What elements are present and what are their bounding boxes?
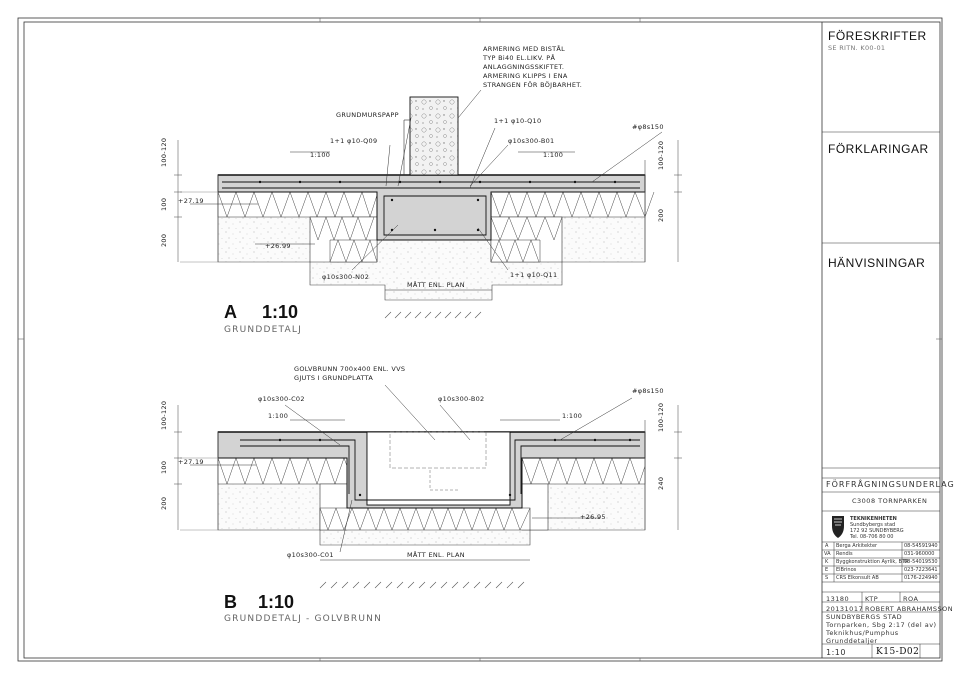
note-armering-2: TYP Bi40 EL.LIKV. PÅ (483, 54, 556, 62)
dim-b-r2: 240 (657, 476, 665, 490)
consultant-name: CRS Elkonsult AB (836, 575, 879, 581)
detail-a-letter: A (224, 302, 237, 322)
note-armering-1: ARMERING MED BISTÅL (483, 45, 566, 53)
note-golvbrunn-1: GOLVBRUNN 700x400 ENL. VVS (294, 365, 406, 373)
note-c02: φ10s300-C02 (258, 395, 305, 403)
consultant-code: E (825, 567, 829, 573)
sheet-border (17, 17, 943, 662)
matt-a: MÅTT ENL. PLAN (407, 281, 465, 289)
uppdrag-nr: 13180 (826, 595, 850, 603)
consultant-name: Byggkonstruktion Ayrlik, BTR (836, 559, 909, 565)
consultant-phone: 031-960000 (904, 551, 935, 557)
dim-b-l2: 100 (160, 460, 168, 474)
consultant-phone: 023-7223641 (904, 567, 938, 573)
client-name: SUNDBYBERGS STAD (826, 613, 903, 621)
drawing-number: K15-D02 (876, 647, 920, 657)
consultant-name: Berga Arkitekter (836, 543, 878, 549)
note-q11: 1+1 φ10-Q11 (510, 271, 558, 279)
consultant-code: S (825, 575, 829, 581)
detail-a-section (174, 89, 682, 319)
desc-3: Grunddetaljer (826, 637, 878, 645)
address-1: Sundbybergs stad (850, 522, 896, 528)
border-ticks (18, 18, 942, 661)
status-stamp: FÖRFRÅGNINGSUNDERLAG (826, 480, 955, 489)
consultant-phone: 08-54591940 (904, 543, 938, 549)
right-panel-lines (822, 131, 940, 244)
note-n02: φ10s300-N02 (322, 273, 370, 281)
foreskrifter-heading: FÖRESKRIFTER (828, 29, 927, 43)
level-top-a: +27.19 (178, 197, 204, 205)
detail-b-caption: GRUNDDETALJ - GOLVBRUNN (224, 614, 383, 624)
desc-2: Teknikhus/Pumphus (826, 629, 899, 637)
detail-a-scale: 1:10 (262, 302, 299, 322)
forklaringar-heading: FÖRKLARINGAR (828, 142, 929, 156)
dim-b-l1: 100-120 (160, 400, 168, 430)
se-ritn-ref: SE RITN. K00-01 (828, 44, 886, 52)
slope-left-a: 1:100 (310, 151, 331, 159)
tb-scale: 1:10 (826, 648, 846, 657)
project-name: C3008 TORNPARKEN (852, 497, 928, 505)
ansvarig: ROBERT ABRAHAMSSON (865, 605, 954, 613)
dim-a-l3: 200 (160, 233, 168, 247)
detail-a-caption: GRUNDDETALJ (224, 325, 302, 335)
detail-b-scale: 1:10 (258, 592, 295, 612)
note-grundmurspapp: GRUNDMURSPAPP (336, 111, 399, 119)
detail-b-rebar (240, 439, 640, 501)
note-q10: 1+1 φ10-Q10 (494, 117, 542, 125)
note-b02: φ10s300-B02 (438, 395, 485, 403)
note-mesh-a: #φ8s150 (632, 123, 664, 131)
note-armering-3: ANLAGGNINGSSKIFTET. (483, 63, 565, 71)
detail-a-insulation-zigzag (217, 191, 655, 263)
hanvisningar-heading: HÄNVISNINGAR (828, 256, 926, 270)
city-logo (832, 516, 844, 538)
dim-a-l2: 100 (160, 197, 168, 211)
level-top-b: +27.19 (178, 458, 204, 466)
company-name: TEKNIKENHETEN (850, 516, 897, 522)
consultant-code: VA (824, 551, 831, 557)
dim-b-l3: 200 (160, 496, 168, 510)
detail-a-wall (409, 96, 459, 176)
address-2: 172 92 SUNDBYBERG (850, 528, 904, 534)
granskad: ROA (903, 595, 919, 603)
detail-b-section (174, 384, 682, 589)
consultant-name: ElBrinos (836, 567, 857, 573)
desc-1: Tornparken, Sbg 2:17 (del av) (826, 621, 937, 629)
datum: 20131017 (826, 605, 864, 613)
note-b01: φ10s300-B01 (508, 137, 555, 145)
level-bottom-a: +26.99 (265, 242, 291, 250)
handlaggare: KTP (865, 595, 879, 603)
title-block-lines (822, 467, 940, 658)
note-golvbrunn-2: GJUTS I GRUNDPLATTA (294, 374, 374, 382)
dim-a-r1: 100-120 (657, 140, 665, 170)
slope-left-b: 1:100 (268, 412, 289, 420)
note-armering-5: STRANGEN FÖR BÖJBARHET. (483, 81, 583, 89)
dim-a-l1: 100-120 (160, 137, 168, 167)
consultant-name: Rendis (836, 551, 853, 557)
detail-a-rebar (222, 181, 640, 236)
consultant-phone: 08-54019530 (904, 559, 938, 565)
consultant-code: K (825, 559, 829, 565)
detail-b-drain (366, 431, 511, 506)
dim-b-r1: 100-120 (657, 402, 665, 432)
note-mesh-b: #φ8s150 (632, 387, 664, 395)
slope-right-a: 1:100 (543, 151, 564, 159)
consultant-phone: 0176-224940 (904, 575, 938, 581)
note-armering-4: ARMERING KLIPPS I ENA (483, 72, 568, 80)
note-q09: 1+1 φ10-Q09 (330, 137, 378, 145)
dim-a-r2: 200 (657, 208, 665, 222)
slope-right-b: 1:100 (562, 412, 583, 420)
level-bottom-b: +26.95 (580, 513, 606, 521)
address-3: Tel. 08-706 80 00 (850, 534, 894, 540)
detail-b-letter: B (224, 592, 237, 612)
matt-b: MÅTT ENL. PLAN (407, 551, 465, 559)
note-c01: φ10s300-C01 (287, 551, 334, 559)
consultant-code: A (825, 543, 829, 549)
detail-b-insulation-zigzag (217, 457, 646, 531)
